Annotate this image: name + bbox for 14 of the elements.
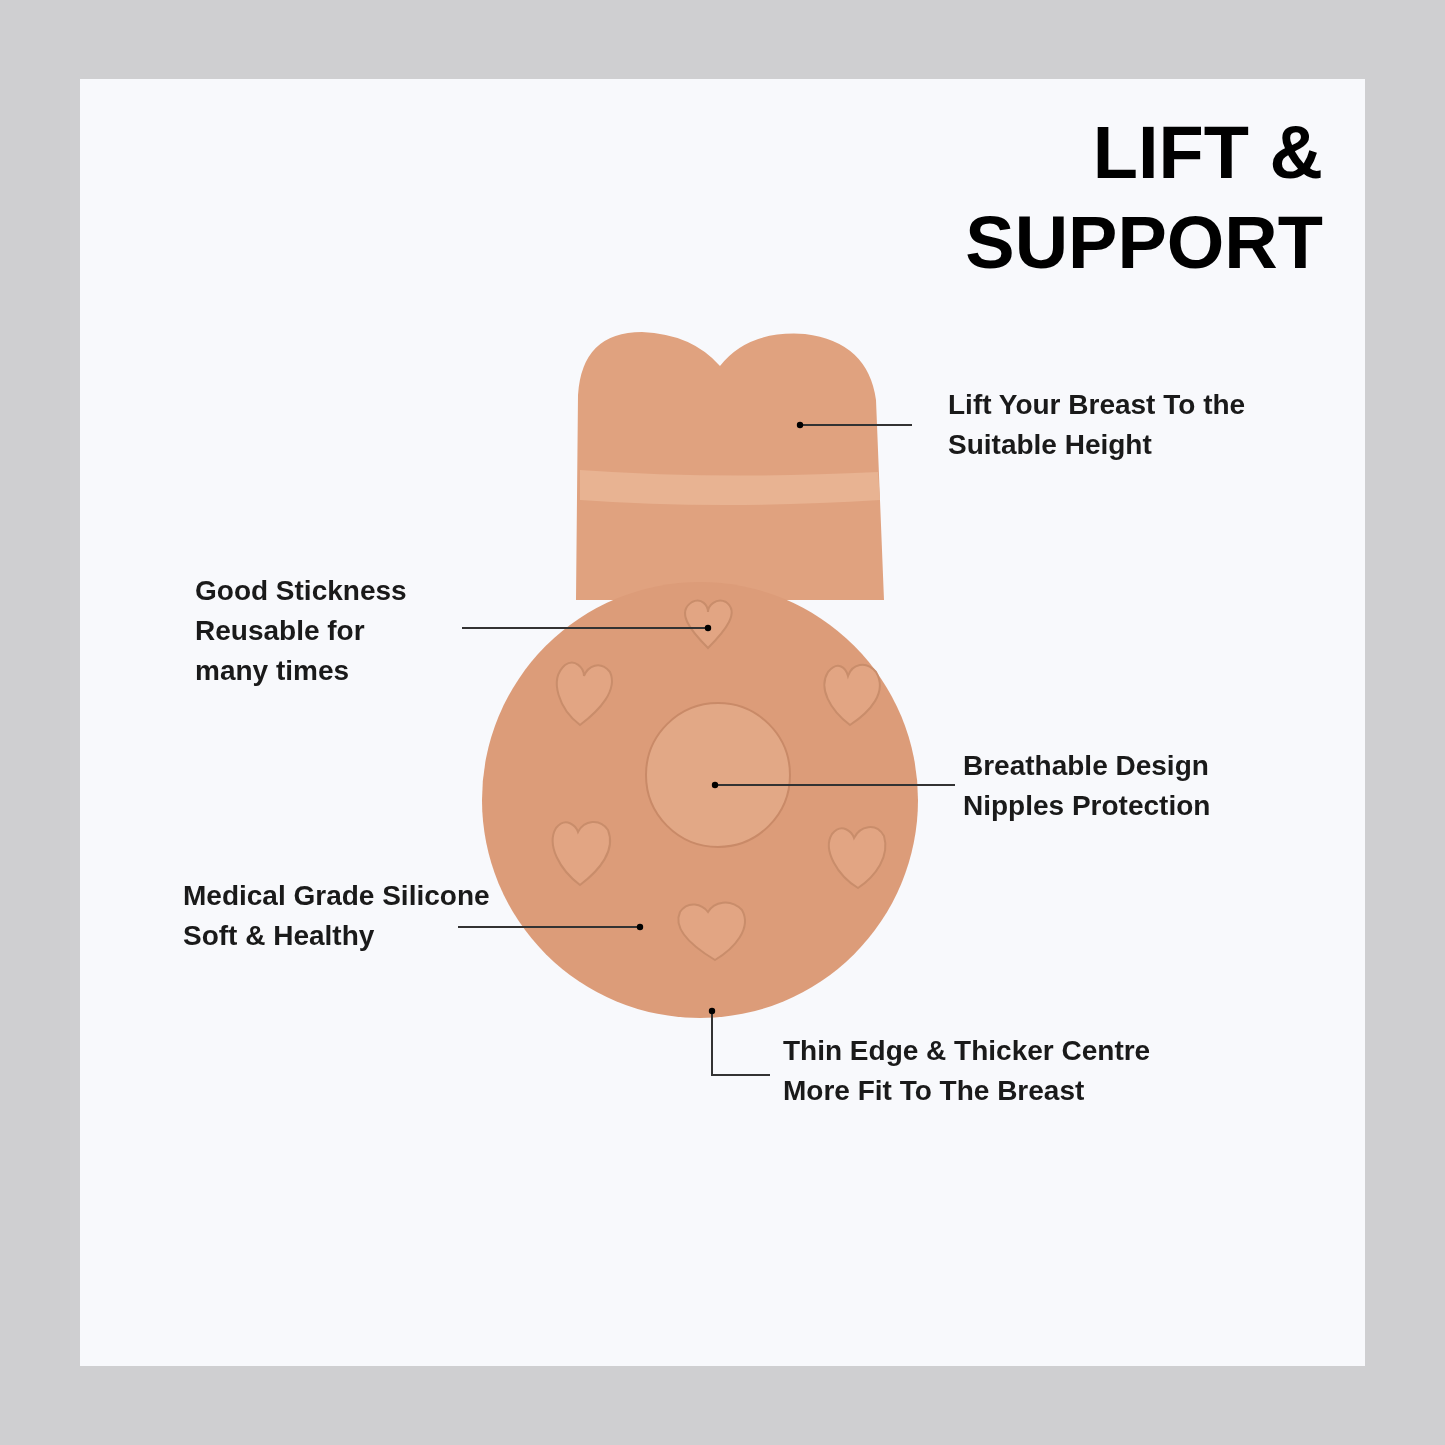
leader-line [457, 923, 644, 931]
heart-drawing [684, 599, 733, 649]
title: LIFT & SUPPORT [964, 110, 1323, 286]
leader-line [711, 781, 956, 789]
callout-text: Breathable Design Nipples Protection [963, 749, 1212, 823]
callout-text: Lift Your Breast To the Suitable Height [948, 388, 1247, 462]
callout-text: Thin Edge & Thicker Centre More Fit To The Breast [783, 1034, 1152, 1108]
leader-line [796, 421, 913, 429]
leader-line [708, 1007, 771, 1076]
leader-line [461, 624, 712, 632]
breathable-center-drawing [645, 702, 791, 848]
callout-text: Good Stickness Reusable for many times [195, 574, 408, 688]
callout-text: Medical Grade Silicone Soft & Healthy [183, 879, 491, 953]
strap-drawing [576, 332, 884, 600]
